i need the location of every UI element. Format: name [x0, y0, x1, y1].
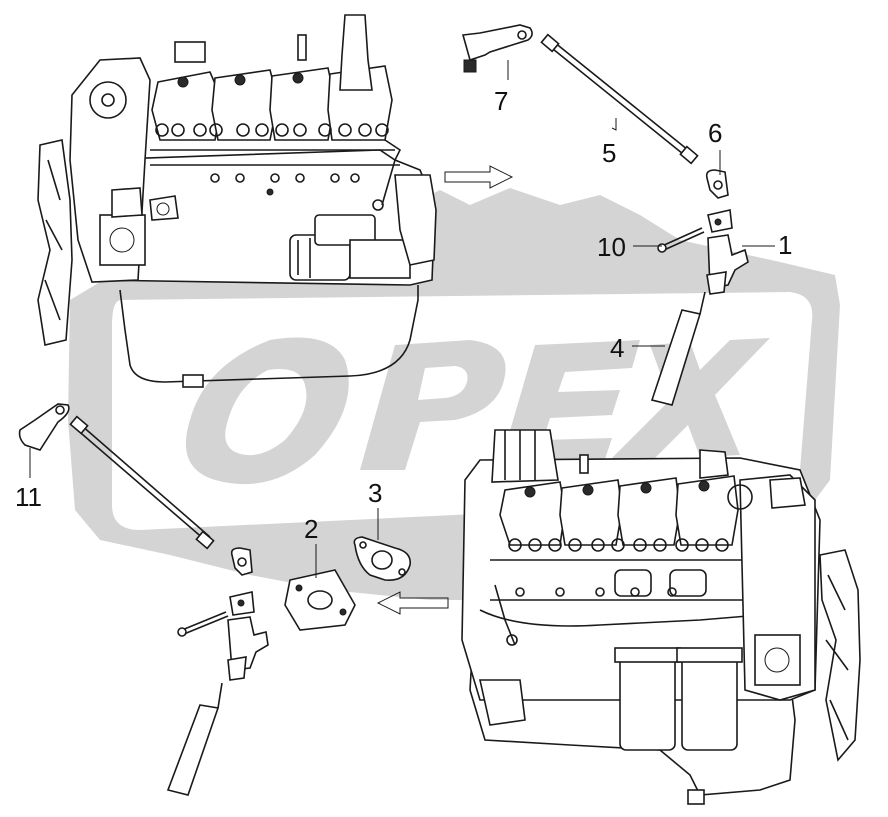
part-1-adapter	[706, 209, 749, 295]
part-6-clamp	[705, 169, 729, 199]
engine-top-left	[37, 14, 437, 388]
callout-3: 3	[368, 478, 382, 508]
flow-arrow-right	[444, 165, 514, 189]
part-1-adapter-lower	[227, 591, 269, 681]
engine-bottom-right	[461, 429, 861, 805]
valve-covers-top-left	[151, 65, 393, 141]
part-7-bracket	[461, 24, 533, 73]
part-10-bolt-lower	[177, 611, 229, 637]
callout-labels: 7 5 6 10 1 4 2 3 11	[15, 86, 792, 544]
oil-filters-bottom-right	[614, 647, 743, 751]
flow-arrow-left	[376, 591, 449, 615]
callout-4: 4	[610, 333, 624, 363]
callout-2: 2	[304, 514, 318, 544]
part-6-clamp-lower	[230, 547, 253, 576]
starter-motor-top-left	[289, 214, 411, 281]
leader-lines	[29, 60, 775, 578]
part-11-bracket	[18, 403, 70, 451]
callout-5: 5	[602, 138, 616, 168]
part-2-flange	[284, 569, 356, 631]
part-5-dipstick-tube	[540, 33, 699, 165]
part-5-dipstick-tube-lower	[69, 415, 215, 550]
injector-row-top-left	[150, 123, 400, 166]
part-4-tube	[650, 291, 706, 406]
injector-row-bottom-right	[490, 538, 760, 601]
part-3-gasket	[353, 536, 412, 582]
callout-10: 10	[597, 232, 626, 262]
part-4-tube-lower	[166, 682, 223, 796]
leader-5	[611, 118, 617, 131]
valve-covers-bottom-right	[499, 475, 739, 546]
callout-11: 11	[15, 482, 42, 512]
callout-1: 1	[778, 230, 792, 260]
callout-7: 7	[494, 86, 508, 116]
callout-6: 6	[708, 118, 722, 148]
